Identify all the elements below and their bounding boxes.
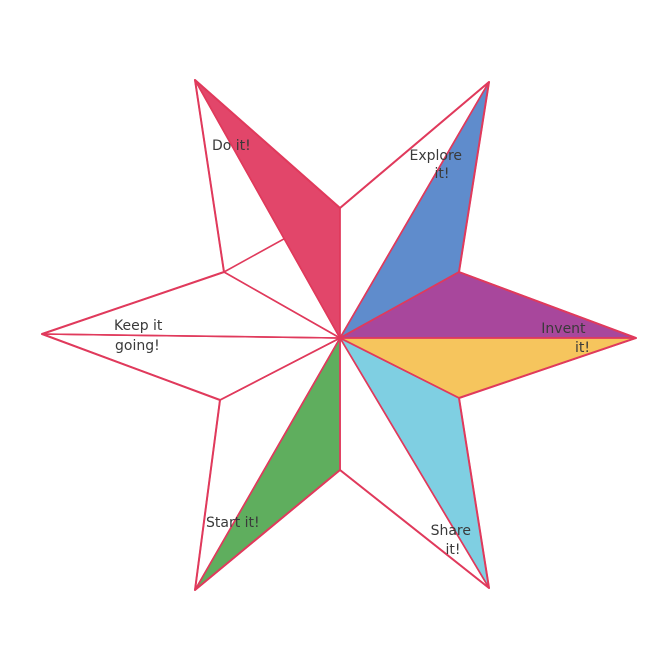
spoke-valley-upper-right (339, 271, 460, 339)
spoke-upper-left (194, 79, 341, 339)
label-share-it: Share it! (431, 523, 476, 558)
spoke-lower-right (339, 337, 490, 589)
label-invent-it: Invent it! (541, 321, 590, 356)
spoke-upper-right (339, 81, 490, 339)
label-do-it: Do it! (212, 138, 251, 154)
label-explore-it: Explore it! (410, 148, 467, 182)
spoke-lower-left (194, 337, 341, 591)
spoke-valley-lower-right (339, 337, 460, 399)
label-keep-it-going: Keep it going! (114, 318, 167, 354)
spoke-valley-lower-left (219, 337, 341, 401)
spoke-left (41, 333, 341, 339)
spoke-valley-upper-left (223, 271, 341, 339)
label-start-it: Start it! (206, 515, 260, 531)
keep-going-facet-upper (41, 271, 341, 339)
